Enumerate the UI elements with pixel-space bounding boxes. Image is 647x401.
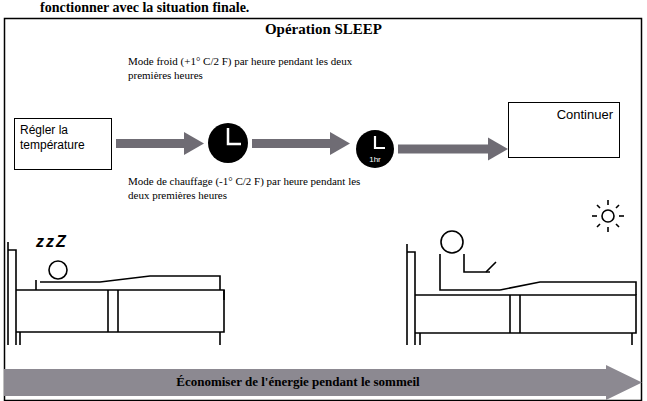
heating-note: Mode de chauffage (-1° C/2 F) par heure … bbox=[128, 174, 378, 202]
moon-icon bbox=[62, 201, 70, 217]
sleep-mark: zzZ bbox=[36, 233, 68, 251]
waking-bed bbox=[407, 231, 636, 345]
clock-node: 1hr bbox=[356, 130, 394, 168]
continue-box: Continuer bbox=[508, 102, 620, 158]
flow-arrow bbox=[398, 138, 508, 161]
node-text: Continuer bbox=[515, 107, 613, 122]
diagram-title: Opération SLEEP bbox=[0, 21, 647, 38]
clock-icon bbox=[208, 123, 248, 163]
clock-label: 1hr bbox=[356, 155, 394, 164]
frame bbox=[5, 19, 642, 401]
node-text: Économiser de l'énergie pendant le somme… bbox=[14, 374, 582, 390]
energy-band: Économiser de l'énergie pendant le somme… bbox=[4, 365, 642, 400]
node-text: Régler la température bbox=[20, 123, 106, 153]
cropped-note: fonctionner avec la situation finale. bbox=[40, 0, 249, 16]
sleeping-bed bbox=[8, 242, 224, 345]
sun-icon bbox=[592, 200, 624, 232]
cooling-note: Mode froid (+1° C/2 F) par heure pendant… bbox=[128, 54, 360, 82]
setting-box: Régler la température bbox=[14, 118, 112, 170]
